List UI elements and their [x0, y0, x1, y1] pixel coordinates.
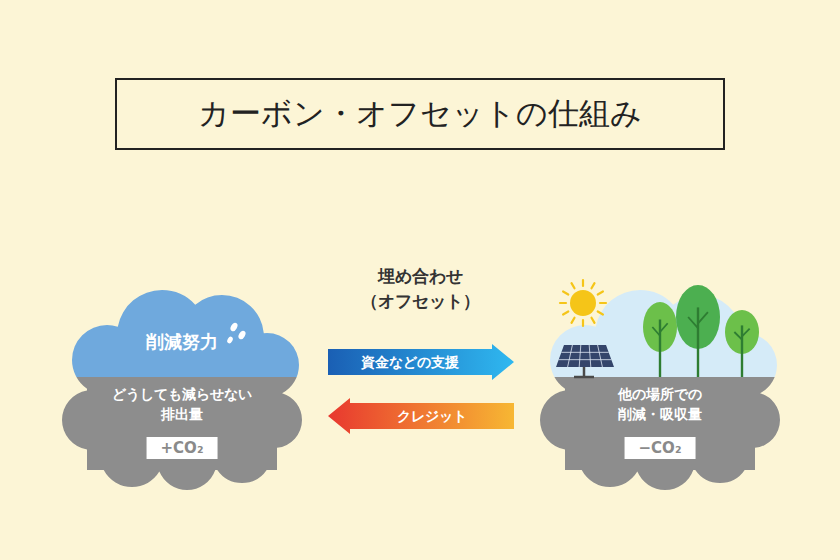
arrow-label: 資金などの支援: [361, 355, 459, 369]
drops-icon: [226, 322, 247, 345]
co2-badge: +CO₂: [147, 437, 218, 459]
co2-text: −CO₂: [639, 437, 682, 459]
cloud-fill: [62, 285, 302, 490]
cloud-text: どうしても減らせない 排出量: [112, 385, 252, 424]
sun-icon: [560, 280, 606, 326]
cloud-text: 他の場所での 削減・吸収量: [618, 385, 702, 424]
tree-icon: [676, 285, 720, 377]
tree-icon: [725, 310, 759, 377]
credit-arrow: [328, 398, 514, 434]
title-box: カーボン・オフセットの仕組み: [115, 78, 725, 150]
funding-arrow: [328, 344, 514, 380]
cloud-lower: [540, 377, 780, 490]
co2-badge: −CO₂: [625, 437, 696, 459]
cloud-lower: [62, 377, 302, 490]
reduction-cloud: 他の場所での 削減・吸収量 −CO₂: [540, 285, 780, 490]
title-text: カーボン・オフセットの仕組み: [198, 93, 642, 135]
co2-text: +CO₂: [161, 437, 204, 459]
emission-cloud: 削減努力どうしても減らせない 排出量 +CO₂: [62, 285, 302, 490]
cloud-upper: [540, 285, 780, 377]
solar-panel: [556, 345, 614, 377]
cloud-upper: [62, 285, 302, 377]
arrow-label: クレジット: [397, 409, 467, 423]
cloud-heading: 削減努力: [146, 329, 218, 354]
offset-heading: 埋め合わせ （オフセット）: [361, 264, 480, 313]
cloud-fill: [540, 285, 780, 490]
tree-icon: [643, 302, 677, 377]
